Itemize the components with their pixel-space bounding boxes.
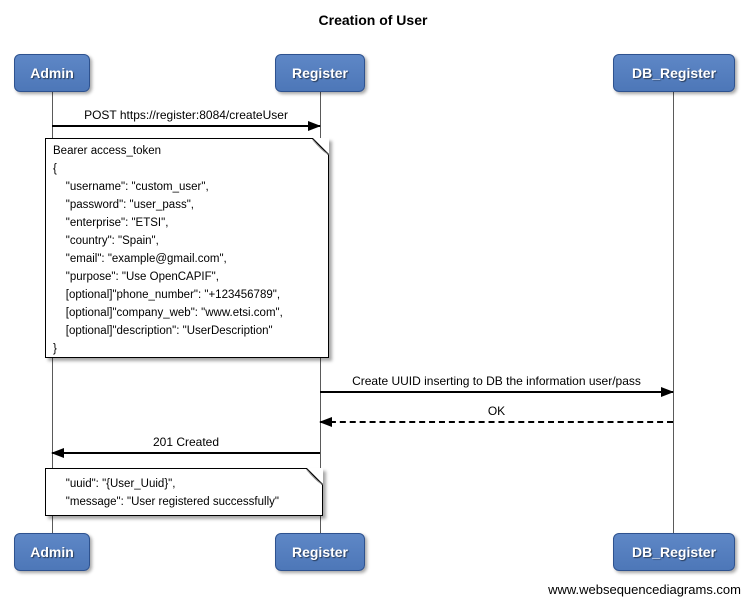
message-create-uuid: Create UUID inserting to DB the informat… (320, 374, 674, 397)
message-line (52, 121, 321, 131)
note-response-body: "uuid": "{User_Uuid}", "message": "User … (45, 468, 323, 516)
arrowhead-left-icon (319, 417, 332, 427)
diagram-title: Creation of User (318, 12, 428, 28)
actor-register-top: Register (275, 54, 365, 92)
note-request-body: Bearer access_token { "username": "custo… (45, 138, 329, 358)
actor-admin-top: Admin (14, 54, 90, 92)
actor-register-bottom: Register (275, 533, 365, 571)
watermark-websequencediagrams: www.websequencediagrams.com (548, 582, 741, 597)
lifeline-db-register (673, 92, 674, 533)
note-fold-corner-icon (306, 468, 323, 485)
message-label: POST https://register:8084/createUser (84, 108, 288, 122)
message-label: Create UUID inserting to DB the informat… (352, 374, 641, 388)
message-label: OK (487, 404, 506, 418)
message-ok: OK (319, 404, 673, 427)
note-fold-corner-icon (312, 138, 329, 155)
message-line-dashed (319, 417, 673, 427)
message-label: 201 Created (152, 435, 220, 449)
actor-admin-bottom: Admin (14, 533, 90, 571)
message-line (51, 448, 320, 458)
message-post-create-user: POST https://register:8084/createUser (52, 108, 321, 131)
message-201-created: 201 Created (51, 435, 320, 458)
actor-db-register-top: DB_Register (613, 54, 735, 92)
arrowhead-right-icon (661, 387, 674, 397)
arrowhead-left-icon (51, 448, 64, 458)
actor-db-register-bottom: DB_Register (613, 533, 735, 571)
note-text: "uuid": "{User_Uuid}", "message": "User … (65, 478, 279, 508)
message-line (320, 387, 674, 397)
arrowhead-right-icon (308, 121, 321, 131)
note-text: Bearer access_token { "username": "custo… (53, 145, 283, 355)
